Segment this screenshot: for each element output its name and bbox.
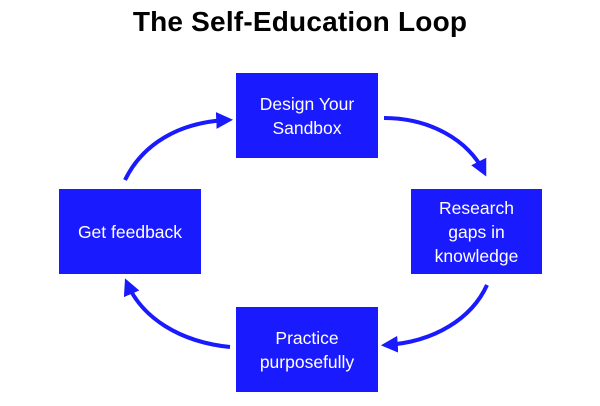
diagram-title: The Self-Education Loop (132, 6, 468, 37)
arrow-feedback-to-design (123, 112, 234, 181)
step-get-feedback: Get feedback (59, 189, 201, 274)
step-research-gaps-in-knowledge: Research gaps in knowledge (411, 189, 542, 274)
arrow-research-to-practice (380, 284, 489, 353)
step-practice-purposefully: Practice purposefully (236, 307, 378, 392)
step-design-your-sandbox: Design Your Sandbox (236, 73, 378, 158)
arrow-practice-to-feedback (123, 278, 231, 349)
arrow-design-to-research (383, 116, 487, 177)
